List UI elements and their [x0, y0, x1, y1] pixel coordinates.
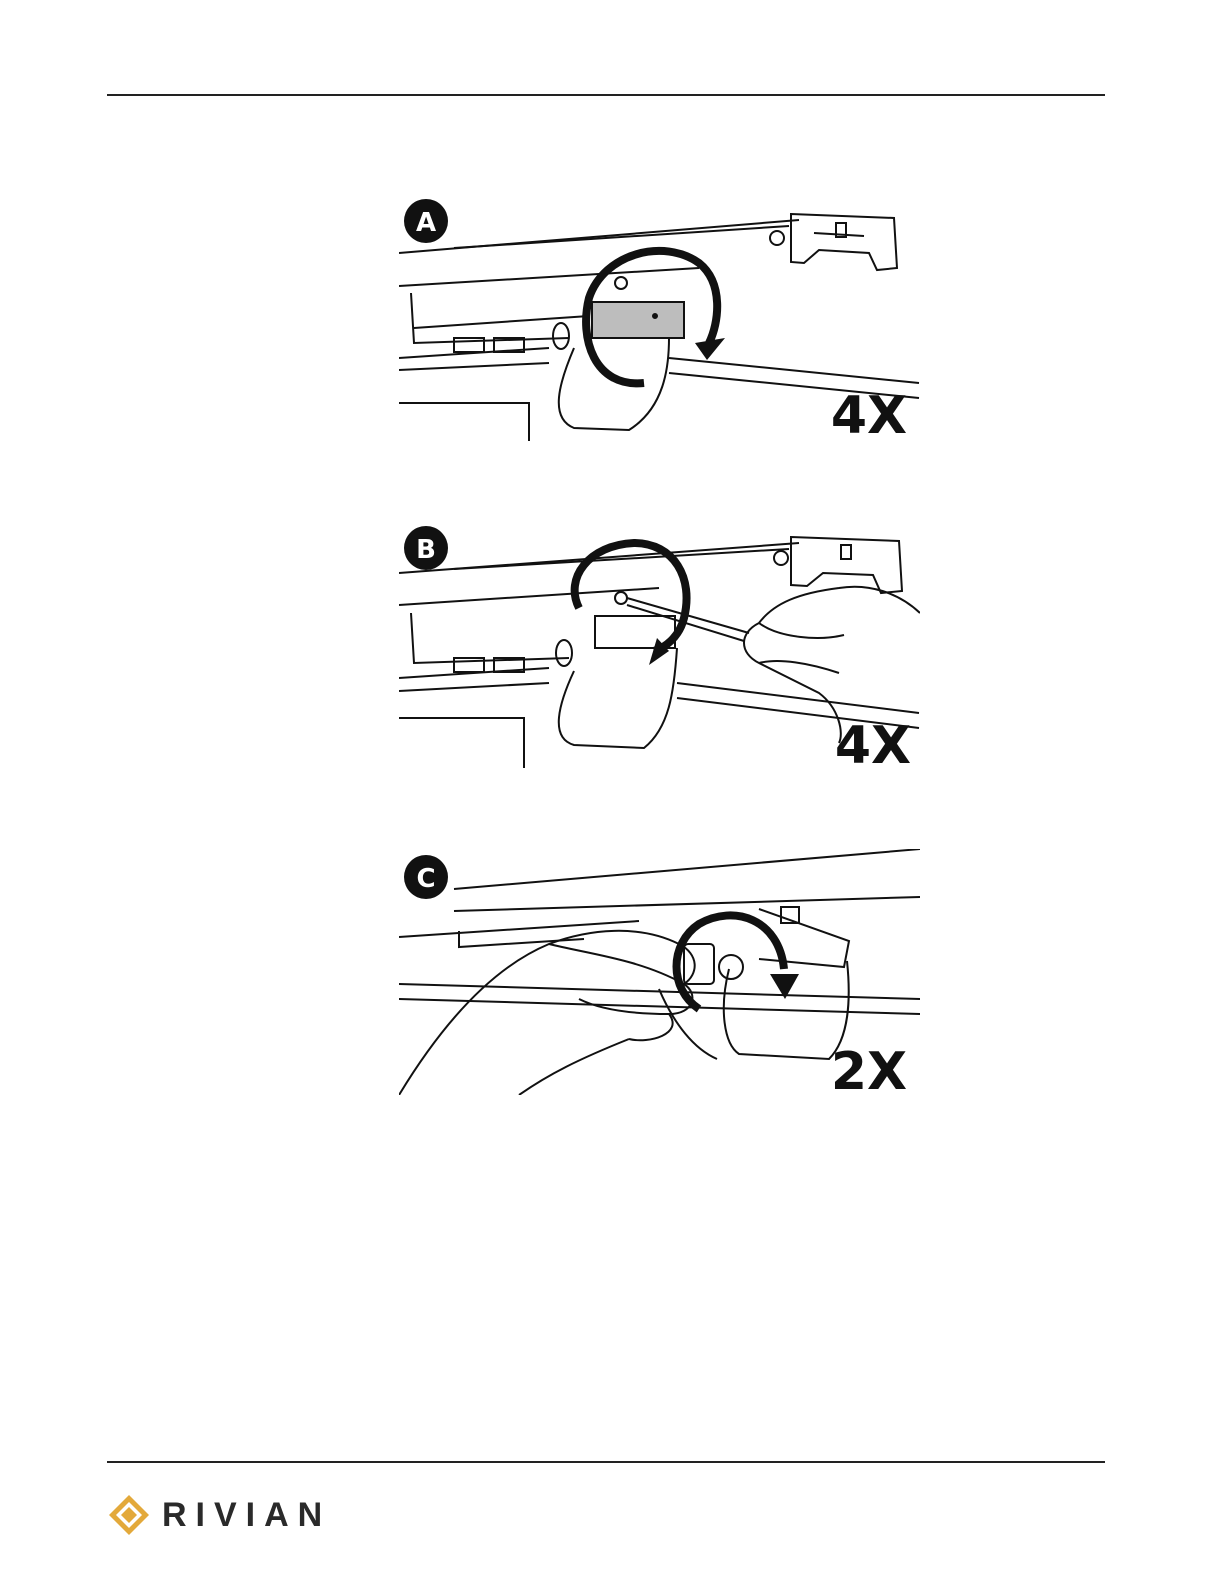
figure-c-illustration: C 2X — [399, 849, 920, 1095]
step-label-c: C — [416, 864, 435, 894]
footer-rule — [107, 1461, 1105, 1463]
step-label-b: B — [416, 535, 436, 565]
clockwise-arrow-icon — [695, 338, 725, 360]
footer-brand: RIVIAN — [108, 1494, 331, 1536]
figure-b-illustration: B 4X — [399, 523, 920, 768]
brand-wordmark: RIVIAN — [162, 1496, 331, 1535]
step-badge-b: B — [404, 526, 448, 570]
multiplier-c: 2X — [831, 1042, 907, 1095]
step-badge-a: A — [404, 199, 448, 243]
figure-step-b: B 4X — [399, 523, 920, 768]
multiplier-b: 4X — [835, 716, 911, 768]
step-label-a: A — [416, 208, 436, 238]
figure-step-a: A 4X — [399, 198, 920, 441]
figure-a-illustration: A 4X — [399, 198, 920, 441]
figure-step-c: C 2X — [399, 849, 920, 1095]
multiplier-a: 4X — [831, 386, 907, 441]
rivian-compass-logo-icon — [108, 1494, 150, 1536]
header-rule — [107, 94, 1105, 96]
step-badge-c: C — [404, 855, 448, 899]
